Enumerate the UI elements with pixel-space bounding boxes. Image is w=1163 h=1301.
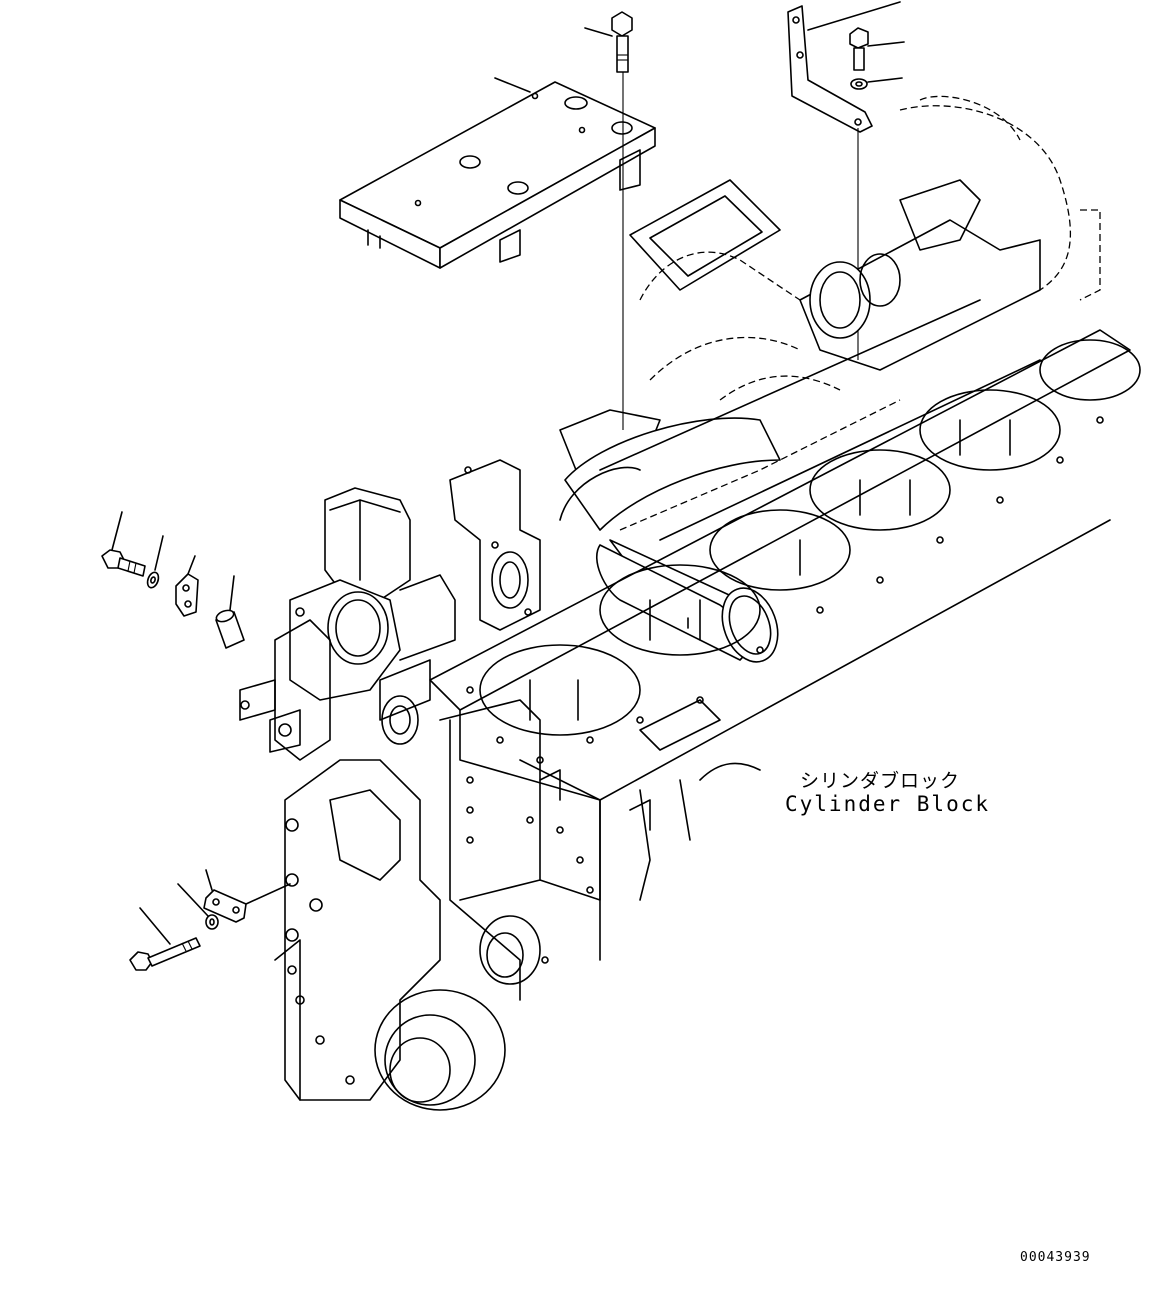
intake-elbow	[449, 459, 541, 631]
part-name-japanese: シリンダブロック	[800, 770, 961, 792]
bolt-icon	[101, 511, 146, 577]
sleeve-icon	[215, 575, 245, 649]
bolt-icon	[129, 907, 201, 971]
washer-icon	[146, 535, 164, 589]
throttle-valve	[239, 487, 456, 761]
front-gear-case	[274, 695, 651, 1111]
exhaust-manifold	[559, 95, 1101, 541]
washer-icon	[850, 77, 903, 90]
bracket-icon	[203, 869, 291, 923]
washer-icon	[177, 883, 219, 930]
part-name-english: Cylinder Block	[785, 792, 991, 816]
drawing-code: 00043939	[1020, 1250, 1091, 1265]
bolt-icon	[849, 27, 905, 71]
bracket-icon	[175, 555, 199, 617]
bolt-icon	[584, 11, 633, 430]
cover-plate	[339, 77, 656, 269]
